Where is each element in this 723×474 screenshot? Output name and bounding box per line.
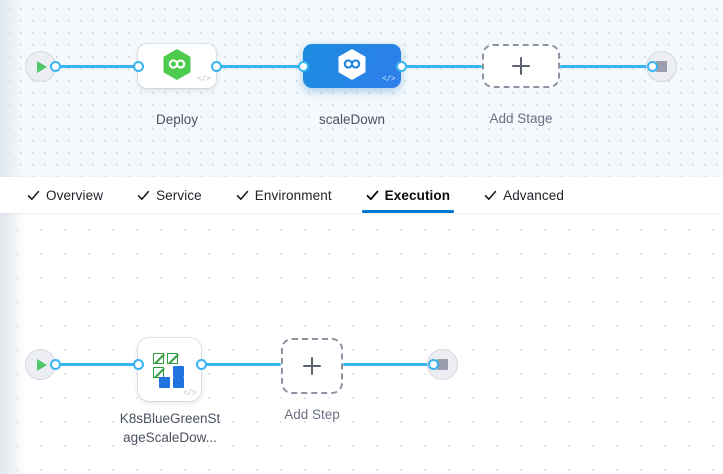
play-icon <box>37 60 47 73</box>
code-view-icon[interactable]: </> <box>197 75 210 84</box>
tab-overview[interactable]: Overview <box>27 177 103 213</box>
add-stage-button[interactable] <box>482 44 560 88</box>
code-view-icon[interactable]: </> <box>382 75 395 84</box>
step-node-k8s-label-line2: ageScaleDow... <box>123 430 217 445</box>
stage-deploy-dot-left[interactable] <box>133 61 144 72</box>
tab-advanced-label: Advanced <box>503 187 564 203</box>
add-step-label: Add Step <box>284 407 340 422</box>
plus-icon <box>303 357 321 375</box>
tab-advanced[interactable]: Advanced <box>484 177 564 213</box>
stage-start-connector-dot[interactable] <box>50 61 61 72</box>
stage-node-scaledown[interactable]: </> <box>303 44 401 88</box>
tab-overview-label: Overview <box>46 187 104 203</box>
add-stage-label: Add Stage <box>489 111 553 126</box>
stage-node-deploy-label: Deploy <box>155 112 199 127</box>
stage-connector-scaledown-addstage <box>396 65 482 68</box>
step-connector-start-k8s <box>55 363 143 366</box>
stage-end-connector-dot[interactable] <box>647 61 658 72</box>
check-icon <box>484 189 497 201</box>
step-k8s-dot-right[interactable] <box>196 359 207 370</box>
stage-graph-canvas[interactable]: </> Deploy </> scaleDown Ad <box>0 0 723 177</box>
execution-steps-canvas[interactable]: </> K8sBlueGreenSt ageScaleDow... Add St… <box>0 213 723 474</box>
stop-icon <box>437 359 448 370</box>
tab-service-label: Service <box>156 187 202 203</box>
tab-environment-label: Environment <box>254 187 332 203</box>
stop-icon <box>656 61 667 72</box>
code-view-icon[interactable]: </> <box>183 389 196 398</box>
tab-environment[interactable]: Environment <box>236 177 332 213</box>
stage-node-deploy[interactable]: </> <box>138 44 216 88</box>
stage-deploy-dot-right[interactable] <box>211 61 222 72</box>
stage-scaledown-dot-left[interactable] <box>298 61 309 72</box>
step-connector-k8s-addstep <box>201 363 281 366</box>
check-icon <box>366 189 378 201</box>
step-k8s-dot-left[interactable] <box>133 359 144 370</box>
kubernetes-squares-icon <box>152 352 187 388</box>
plus-icon <box>512 57 530 75</box>
play-icon <box>37 358 47 371</box>
check-icon <box>236 189 248 201</box>
stage-connector-deploy-scaledown <box>216 65 308 68</box>
stage-node-scaledown-label: scaleDown <box>318 112 386 127</box>
check-icon <box>27 189 40 201</box>
stage-config-tabs[interactable]: Overview Service Environment Execution A <box>0 177 723 213</box>
tab-execution[interactable]: Execution <box>361 177 455 213</box>
harness-hexagon-icon <box>337 48 367 85</box>
harness-hexagon-icon <box>162 48 192 85</box>
tab-service[interactable]: Service <box>137 177 202 213</box>
stage-connector-start-deploy <box>55 65 143 68</box>
step-node-k8s-label: K8sBlueGreenSt ageScaleDow... <box>98 409 242 447</box>
tab-execution-label: Execution <box>384 187 451 203</box>
step-start-connector-dot[interactable] <box>50 359 61 370</box>
step-connector-addstep-end <box>343 363 433 366</box>
stage-connector-addstage-end <box>560 65 652 68</box>
step-node-k8s-label-line1: K8sBlueGreenSt <box>119 411 221 426</box>
step-node-k8s-bluegreen-scaledown[interactable]: </> <box>138 338 201 401</box>
stage-scaledown-dot-right[interactable] <box>396 61 407 72</box>
check-icon <box>137 189 150 201</box>
step-end-connector-dot[interactable] <box>428 359 439 370</box>
add-step-button[interactable] <box>281 338 343 394</box>
